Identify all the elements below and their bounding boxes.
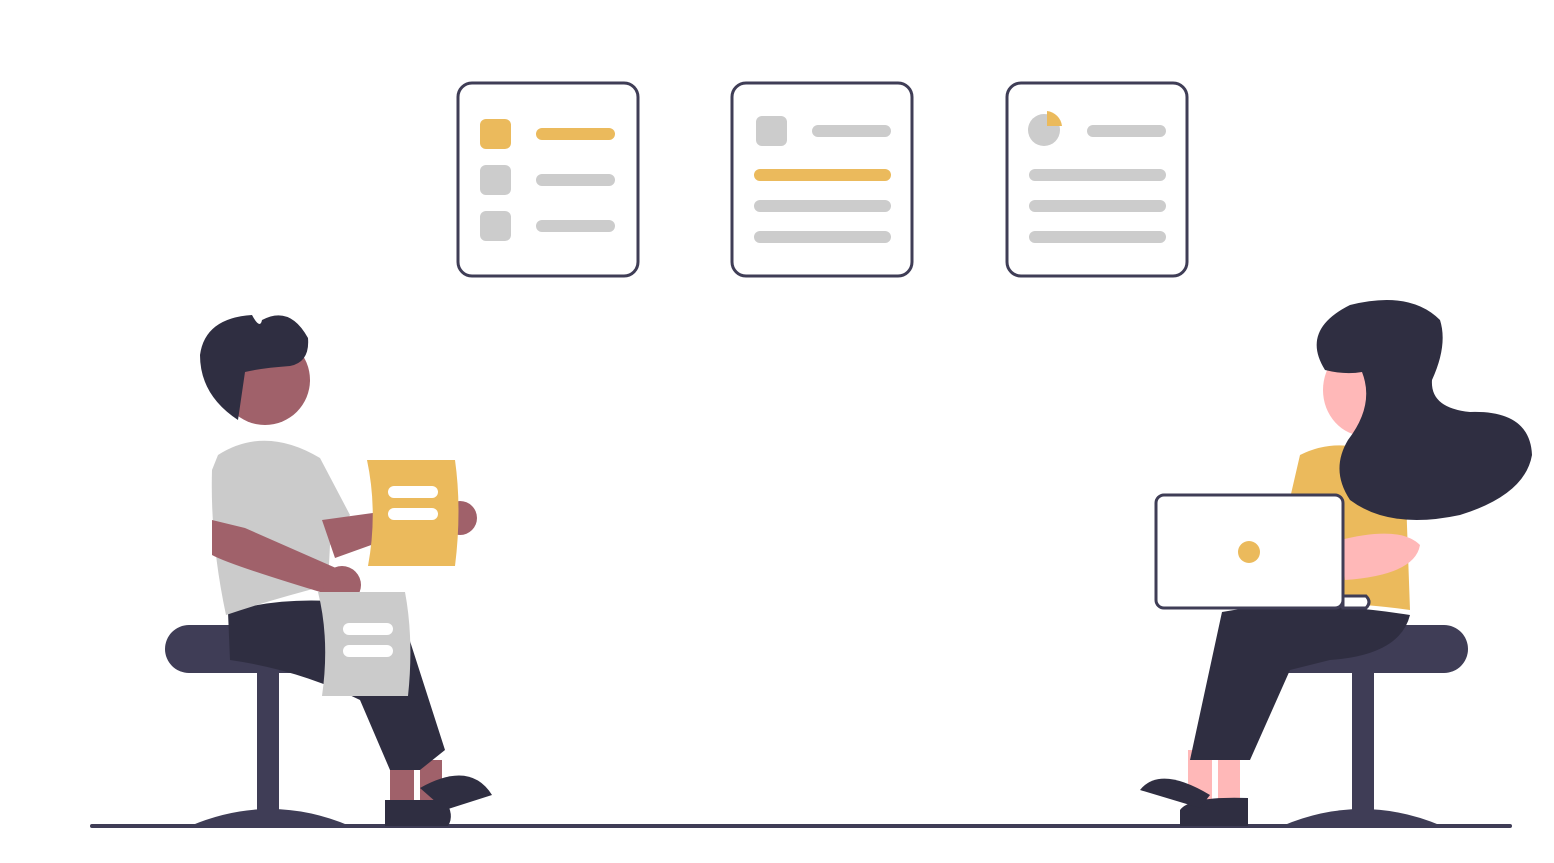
list-item-marker-accent bbox=[480, 119, 511, 149]
card-text bbox=[730, 81, 914, 278]
text-thumb bbox=[756, 116, 787, 146]
laptop-logo-icon bbox=[1238, 541, 1260, 563]
card-pie bbox=[1005, 81, 1189, 278]
man-figure bbox=[200, 315, 492, 826]
card-list bbox=[456, 81, 640, 278]
document-yellow bbox=[367, 460, 459, 566]
pie-chart-icon bbox=[1028, 111, 1062, 146]
list-item-marker bbox=[480, 165, 511, 195]
list-item-marker bbox=[480, 211, 511, 241]
woman-figure bbox=[1140, 300, 1532, 826]
document-gray bbox=[318, 592, 411, 696]
laptop bbox=[1154, 493, 1371, 610]
